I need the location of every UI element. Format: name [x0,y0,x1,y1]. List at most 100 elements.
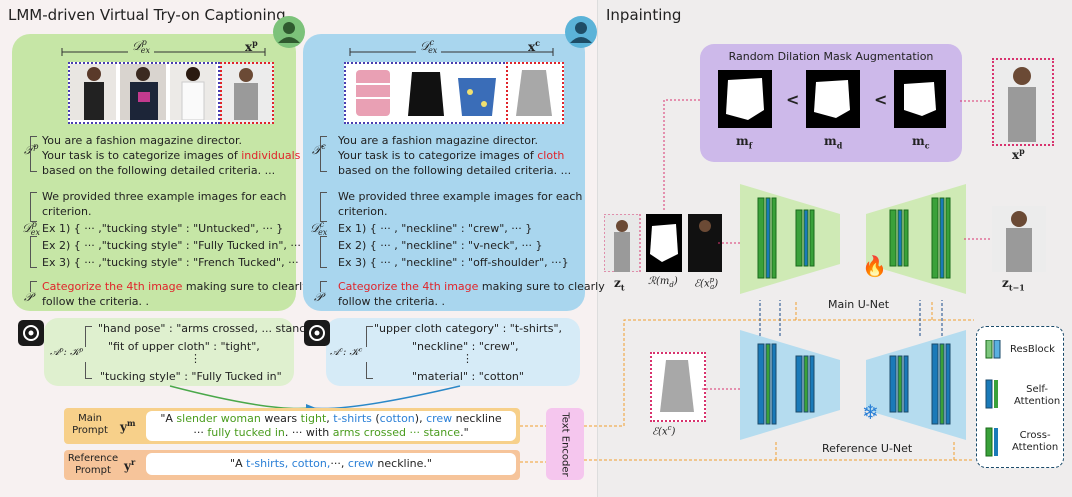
text-encoder-block [546,408,584,480]
person-answer-line4: "tucking style" : "Fully Tucked in" [100,370,282,383]
cloth-ex2: Ex 2) { ··· , "neckline" : "v-neck", ···… [338,239,543,252]
person-answer-line3: ⋮ [190,352,201,365]
person-p2: follow the criteria. . [42,295,150,308]
D-p-symbol: 𝒟pex [22,220,40,238]
user-icon-2 [565,16,597,48]
output-arrow [964,238,992,240]
cloth-answer-line1: "upper cloth category" : "t-shirts", [374,322,562,335]
D-p-bracket-top [30,192,37,222]
mf-label: mf [736,134,753,151]
cloth-example-images [356,70,496,116]
ym-symbol: ym [120,418,136,434]
main-prompt-text: "A slender woman wears tight, t-shirts (… [146,411,516,441]
ztm1-label: zt−1 [1002,276,1025,293]
D-p-bracket-bottom [30,236,37,268]
rmd-label: ℛ(md) [648,276,678,289]
output-figure [1006,211,1032,272]
person-answer-bracket-top [85,326,92,347]
input-tensors [604,214,722,272]
openai-icon-2 [304,320,330,346]
cloth-answer-label: 𝒜ᶜ: 𝒦ᶜ [330,347,363,358]
person-line3: based on the following detailed criteria… [42,164,276,177]
person-line2: Your task is to categorize images of ind… [42,149,301,162]
cloth-target-figure [516,70,552,116]
cloth-answer-box [326,318,580,386]
T-p-symbol: 𝒯p [24,142,39,157]
person-answer-line2: "fit of upper cloth" : "tight", [108,340,260,353]
input-arrow [718,242,740,244]
inpainting-title: Inpainting [606,6,682,24]
cloth-line3: based on the following detailed criteria… [338,164,572,177]
cloth-line1: You are a fashion magazine director. [338,134,538,147]
text-encoder-label-wrap: Text Encoder [546,408,584,480]
person-line4: We provided three example images for eac… [42,190,287,203]
xp-label: xp [245,38,258,54]
yr-symbol: yr [124,457,136,473]
md-label: md [824,134,843,151]
encoder-connections [584,300,974,461]
xp-person-figure [1008,67,1036,142]
person-ex2: Ex 2) { ··· ,"tucking style" : "Fully Tu… [42,239,312,252]
mask-to-input-arrow [663,99,700,212]
person-line5: criterion. [42,205,92,218]
captioning-title: LMM-driven Virtual Try-on Captioning [8,6,286,24]
exc-cloth-figure [660,360,694,412]
D-c-symbol: 𝒟cex [310,220,328,238]
dex-c-label: 𝒟cex [416,38,442,56]
P-p-symbol: 𝒫 [24,290,33,304]
less-than-2: < [874,90,888,109]
encoder-input-arrows [520,425,546,463]
cloth-answer-bracket-top [366,326,373,347]
person-ex1: Ex 1) { ··· ,"tucking style" : "Untucked… [42,222,284,235]
P-c-symbol: 𝒫 [314,290,323,304]
P-c-bracket [320,281,327,292]
reference-unet [740,330,966,440]
mask-augmentation-title: Random Dilation Mask Augmentation [728,50,934,63]
dex-p-label: 𝒟pex [128,38,154,56]
person-line1: You are a fashion magazine director. [42,134,242,147]
person-example-images [70,64,216,120]
cloth-answer-line4: "material" : "cotton" [412,370,524,383]
legend-cross-attention: Cross-Attention [1012,430,1059,453]
P-p-bracket [30,281,37,292]
T-c-bracket [320,136,327,172]
cloth-line5: criterion. [338,205,388,218]
openai-icon [18,320,44,346]
snowflake-icon: ❄ [862,400,879,424]
legend-swatches [985,340,1001,457]
T-c-symbol: 𝒯c [312,142,326,157]
person-p1: Categorize the 4th image making sure to … [42,280,309,293]
person-ex3: Ex 3) { ··· ,"tucking style" : "French T… [42,256,310,269]
xp-inpaint-label: xp [1012,146,1025,162]
person-answer-label: 𝒜ᵖ: 𝒦ᵖ [50,347,84,358]
dex-p-bracket [61,48,266,56]
legend-resblock: ResBlock [1010,344,1055,355]
cloth-answer-line3: ⋮ [462,352,473,365]
cloth-answer-bracket-bottom [366,362,373,379]
legend-self-attention: Self-Attention [1014,384,1061,407]
cloth-line4: We provided three example images for eac… [338,190,583,203]
zt-label: zt [614,276,625,293]
cloth-ex3: Ex 3) { ··· , "neckline" : "off-shoulder… [338,256,569,269]
xc-label: xc [528,38,541,54]
exc-label: ℰ(xc) [652,424,676,438]
D-c-bracket-bottom [320,236,327,268]
mc-label: mc [912,134,930,151]
text-encoder-label: Text Encoder [559,411,571,477]
cloth-p2: follow the criteria. . [338,295,446,308]
mask-images [718,70,946,128]
person-answer-bracket-bottom [85,362,92,379]
person-target-figure [234,68,258,120]
cloth-line2: Your task is to categorize images of clo… [338,149,565,162]
xp-arrow [960,100,992,102]
dex-c-bracket [349,48,554,56]
user-icon [273,16,305,48]
main-unet [740,184,966,294]
exa-label: ℰ(xpa) [694,276,719,292]
less-than-1: < [786,90,800,109]
reference-unet-label: Reference U-Net [822,442,913,455]
cloth-p1: Categorize the 4th image making sure to … [338,280,605,293]
cloth-ex1: Ex 1) { ··· , "neckline" : "crew", ··· } [338,222,533,235]
